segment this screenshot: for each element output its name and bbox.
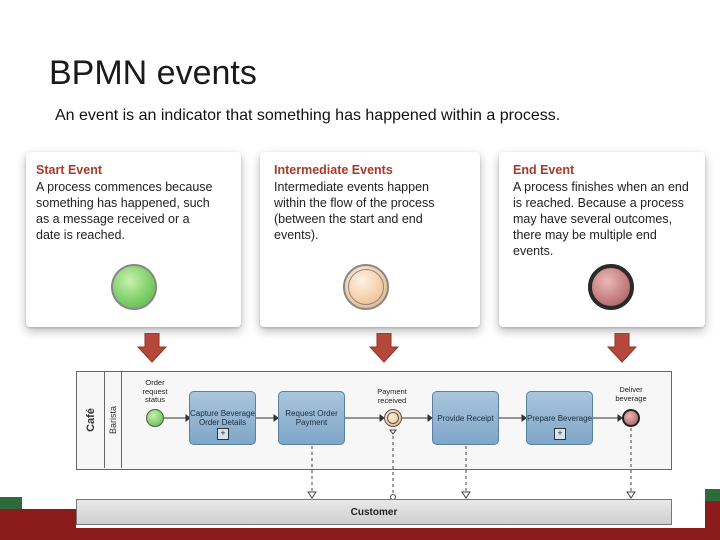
task-capture-beverage-order: Capture Beverage Order Details + — [189, 391, 256, 445]
end-event-card: End Event A process finishes when an end… — [499, 152, 705, 327]
start-event-card: Start Event A process commences because … — [26, 152, 241, 327]
slide-title: BPMN events — [49, 54, 257, 92]
intermediate-event-icon — [343, 264, 389, 310]
start-event-icon — [146, 409, 164, 427]
footer-bar-red — [76, 528, 720, 540]
subprocess-marker-icon: + — [217, 428, 229, 440]
slide-subtitle: An event is an indicator that something … — [55, 107, 561, 124]
end-event-label: Deliver beverage — [615, 385, 647, 403]
footer-bar-red — [0, 509, 76, 540]
task-prepare-beverage: Prepare Beverage + — [526, 391, 593, 445]
end-event-icon — [588, 264, 634, 310]
card-body: Intermediate events happen within the fl… — [274, 180, 435, 242]
end-event-icon — [622, 409, 640, 427]
footer-bar-green — [705, 489, 720, 501]
intermediate-event-icon — [384, 409, 402, 427]
task-provide-receipt: Provide Receipt — [432, 391, 499, 445]
card-title: End Event — [513, 163, 575, 177]
intermediate-event-inner-ring — [387, 412, 399, 424]
intermediate-event-label: Payment received — [377, 387, 407, 405]
card-title: Start Event — [36, 163, 102, 177]
intermediate-event-inner-ring — [348, 269, 384, 305]
customer-pool: Customer — [76, 499, 672, 525]
down-arrow-icon — [369, 333, 399, 363]
subprocess-marker-icon: + — [554, 428, 566, 440]
intermediate-event-card: Intermediate Events Intermediate events … — [260, 152, 480, 327]
card-body: A process commences because something ha… — [36, 180, 213, 242]
start-event-label: Order request status — [142, 378, 168, 404]
footer-bar-green — [0, 497, 22, 509]
start-event-icon — [111, 264, 157, 310]
card-title: Intermediate Events — [274, 163, 393, 177]
down-arrow-icon — [607, 333, 637, 363]
down-arrow-icon — [137, 333, 167, 363]
task-request-order-payment: Request Order Payment — [278, 391, 345, 445]
footer-bar-red — [705, 501, 720, 529]
pool-label: Café — [77, 372, 105, 468]
lane-label: Barista — [104, 372, 122, 468]
card-body: A process finishes when an end is reache… — [513, 180, 689, 258]
